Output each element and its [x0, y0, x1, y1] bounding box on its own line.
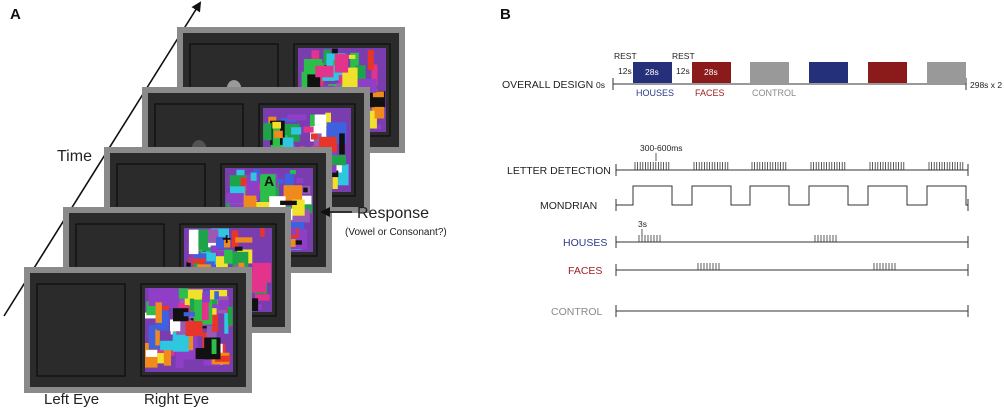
- control-row-label: CONTROL: [551, 306, 602, 318]
- design-block-houses: [633, 62, 672, 83]
- response-sublabel: (Vowel or Consonant?): [345, 227, 447, 238]
- right-eye-label: Right Eye: [144, 391, 209, 408]
- houses-ticks: [615, 235, 969, 248]
- stimulus-letter: A: [264, 173, 274, 189]
- design-block-houses: [809, 62, 848, 83]
- time-label: Time: [57, 148, 92, 165]
- block-duration-label: 28s: [704, 67, 718, 77]
- panel-b-label: B: [500, 6, 511, 23]
- faces-block-label: FACES: [695, 88, 725, 98]
- letter-detection-ticks: [615, 162, 969, 176]
- fixation-cross: +: [222, 231, 231, 248]
- stimulus-frame-1: [24, 267, 252, 393]
- letter-detection-label: LETTER DETECTION: [507, 165, 611, 177]
- stimulus-frames: A+: [24, 27, 405, 393]
- right-eye-screen: [140, 283, 238, 377]
- time-arrow: [3, 1, 202, 317]
- faces-row-label: FACES: [568, 265, 602, 277]
- rest-duration-2: 12s: [676, 66, 690, 76]
- houses-row-label: HOUSES: [563, 237, 607, 249]
- left-eye-label: Left Eye: [44, 391, 99, 408]
- response-label: Response: [357, 205, 429, 222]
- left-eye-screen: [36, 283, 126, 377]
- rest-label-2: REST: [672, 51, 695, 61]
- faces-ticks: [615, 263, 969, 276]
- rest-label-1: REST: [614, 51, 637, 61]
- houses-interval-label: 3s: [638, 219, 647, 229]
- design-blocks: 28s 28s: [633, 62, 966, 83]
- block-duration-label: 28s: [645, 67, 659, 77]
- houses-block-label: HOUSES: [636, 88, 674, 98]
- design-block-faces: [868, 62, 907, 83]
- end-time-label: 298s x 2: [970, 80, 1002, 90]
- mondrian-label: MONDRIAN: [540, 200, 597, 212]
- control-block-label: CONTROL: [752, 88, 796, 98]
- design-block-control: [927, 62, 966, 83]
- rest-duration-1: 12s: [618, 66, 632, 76]
- panel-a-label: A: [10, 6, 21, 23]
- mondrian-square-wave: [616, 185, 968, 206]
- letter-interval-label: 300-600ms: [640, 143, 683, 153]
- start-time-label: 0s: [596, 80, 605, 90]
- mondrian-pattern: [145, 288, 233, 372]
- overall-design-label: OVERALL DESIGN: [502, 79, 593, 91]
- design-block-control: [750, 62, 789, 83]
- design-block-faces: [692, 62, 731, 83]
